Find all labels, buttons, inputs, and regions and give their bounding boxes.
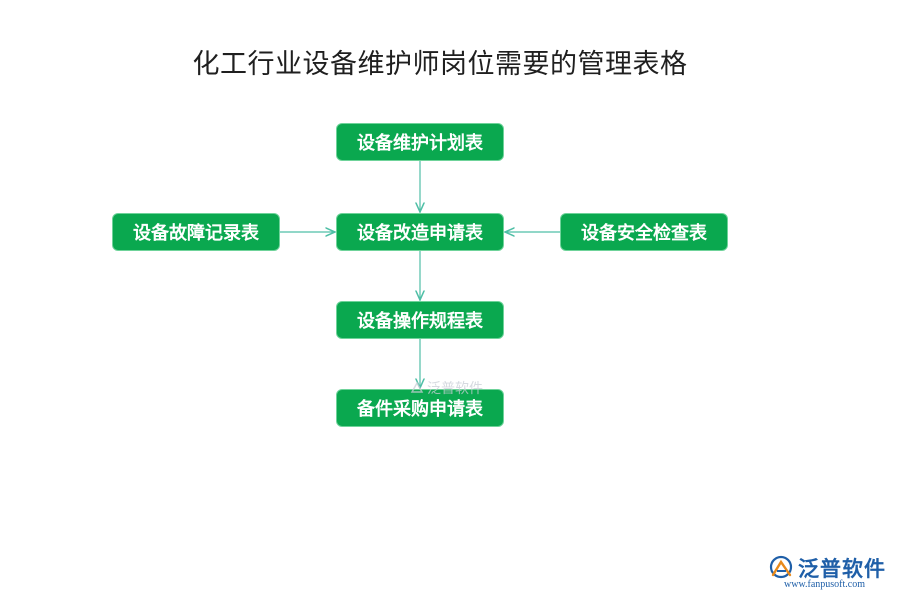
node-modification-request[interactable]: 设备改造申请表: [336, 213, 504, 251]
node-operation-procedure[interactable]: 设备操作规程表: [336, 301, 504, 339]
watermark: 泛普软件: [410, 378, 483, 398]
brand-logo: 泛普软件 www.fanpusoft.com: [768, 551, 892, 595]
brand-name: 泛普软件: [798, 557, 886, 581]
node-fault-record[interactable]: 设备故障记录表: [112, 213, 280, 251]
diagram-title: 化工行业设备维护师岗位需要的管理表格: [192, 49, 688, 80]
node-safety-inspection[interactable]: 设备安全检查表: [560, 213, 728, 251]
node-spare-parts-request[interactable]: 备件采购申请表: [336, 389, 504, 427]
watermark-logo-icon: [410, 381, 424, 393]
brand-mark-icon: [769, 555, 793, 579]
brand-url: www.fanpusoft.com: [784, 579, 866, 590]
node-maintenance-plan[interactable]: 设备维护计划表: [336, 123, 504, 161]
watermark-text: 泛普软件: [427, 381, 483, 397]
